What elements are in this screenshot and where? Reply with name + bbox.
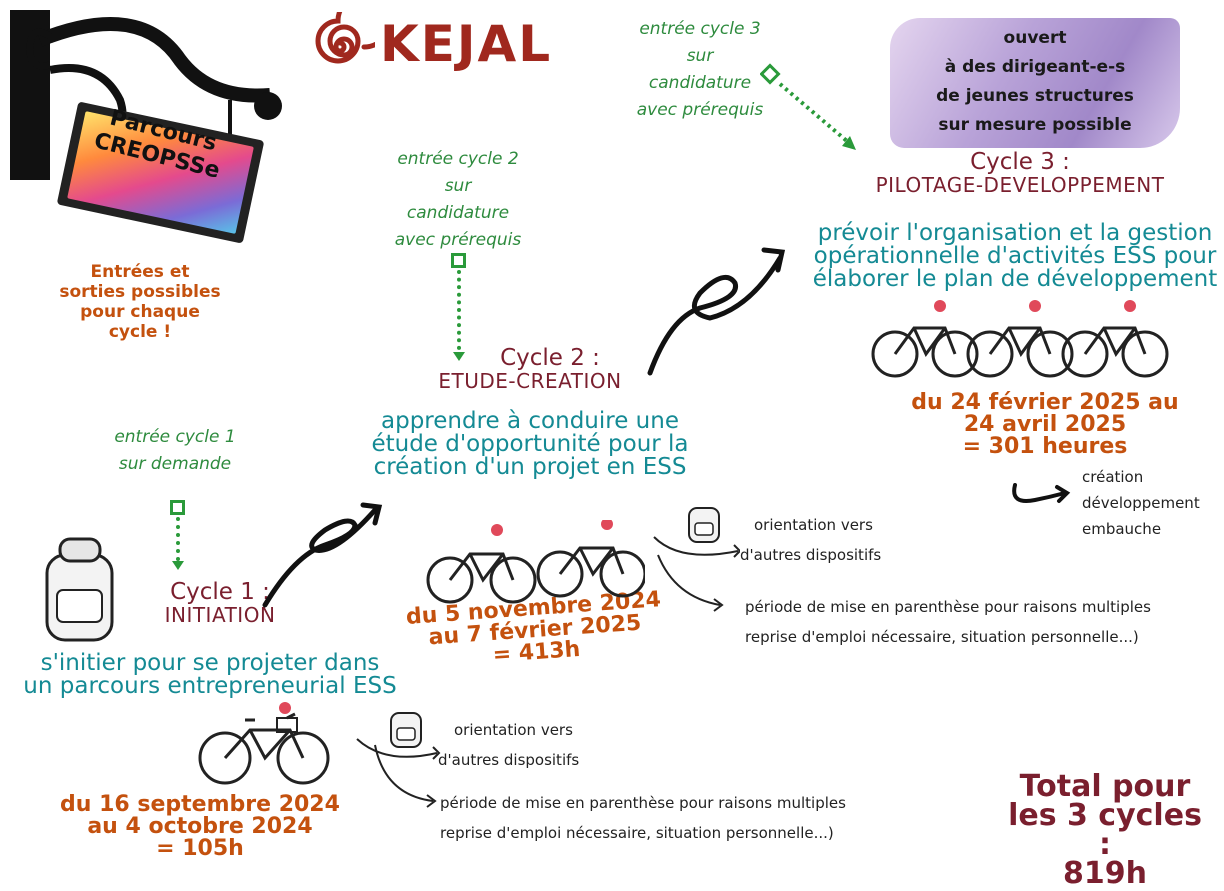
cycle1-dates-line-3: = 105h [156,836,244,861]
banner-line-1: ouvert [1003,28,1067,48]
cycle1-goal-line-1: s'initier pour se projeter dans [40,650,380,676]
cycle1-entry: entrée cycle 1 sur demande [75,424,275,478]
cycle1-exit2-line-2: reprise d'emploi nécessaire, situation p… [440,824,834,842]
bicycles-cycle3-icon [871,300,1169,378]
cycle3-outcomes: création développement embauche [1082,464,1200,542]
outcome-developpement: développement [1082,494,1200,512]
swirl-arrow-1 [262,502,383,608]
logo-text: KEJAL [380,15,553,73]
cycle1-arrowhead-icon [172,561,184,570]
cycle1-exit-pause: période de mise en parenthèse pour raiso… [440,788,846,848]
bicycle-icon [198,702,330,785]
cycle1-name: INITIATION [164,603,276,627]
cycle1-heading: Cycle 1 : INITIATION [150,580,290,626]
cycle2-exit2-line-1: période de mise en parenthèse pour raiso… [745,598,1151,616]
cycle3-entry-arrow [760,63,856,150]
cycle3-entry-line-1: entrée cycle 3 [639,19,761,39]
cycle3-heading: Cycle 3 : PILOTAGE-DEVELOPPEMENT [840,150,1200,196]
entrees-line-2: sorties possibles [59,282,221,302]
cycle2-title: Cycle 2 : [500,345,600,371]
cycle1-entry-line-2: sur demande [118,454,232,474]
entrees-note: Entrées et sorties possibles pour chaque… [30,262,250,342]
cycle1-entry-marker-icon [170,500,185,515]
banner-line-2: à des dirigeant-e-s [944,57,1126,77]
small-backpack-icon [390,712,422,748]
outcome-embauche: embauche [1082,520,1162,538]
cycle1-goal: s'initier pour se projeter dans un parco… [0,652,420,698]
cycle2-goal-line-1: apprendre à conduire une [381,408,679,434]
cycle2-goal-line-2: étude d'opportunité pour la [371,431,689,457]
cycle1-dates-line-1: du 16 septembre 2024 [60,792,340,817]
cycle2-entry: entrée cycle 2 sur candidature avec prér… [358,146,558,254]
cycle3-title: Cycle 3 : [970,149,1070,175]
cycle1-dates-line-2: au 4 octobre 2024 [87,814,313,839]
cycle3-dates-line-3: = 301 heures [962,434,1128,459]
exit-curves-cycle1 [356,738,441,808]
entrees-line-3: pour chaque [80,302,200,322]
cycle1-exit1-line-1: orientation vers [454,721,573,739]
backpack-icon [45,537,114,642]
cycle1-dates: du 16 septembre 2024 au 4 octobre 2024 =… [40,794,360,860]
total-line-3: 819h [1063,856,1147,891]
cycle2-exit1-line-2: d'autres dispositifs [740,546,882,564]
banner-text: ouvert à des dirigeant-e-s de jeunes str… [890,24,1180,140]
exit-curves-cycle2 [653,536,740,612]
spiral-logo-icon [315,12,375,64]
cycle1-exit-orientation: orientation vers d'autres dispositifs [438,715,579,775]
outcome-creation: création [1082,468,1144,486]
cycle1-entry-line-1: entrée cycle 1 [114,427,236,447]
cycle2-exit-orientation: orientation vers d'autres dispositifs [740,510,881,570]
cycle2-exit-pause: période de mise en parenthèse pour raiso… [745,592,1151,652]
cycle1-goal-line-2: un parcours entrepreneurial ESS [23,673,397,699]
cycle3-entry-line-2: sur [686,46,714,66]
cycle2-exit1-line-1: orientation vers [754,516,873,534]
cycle2-entry-marker-icon [451,253,466,268]
cycle3-dates-line-1: du 24 février 2025 au [911,390,1179,415]
cycle2-entry-line-1: entrée cycle 2 [397,149,519,169]
entrees-line-4: cycle ! [108,322,172,342]
cycle3-name: PILOTAGE-DEVELOPPEMENT [875,173,1165,197]
cycle3-entry: entrée cycle 3 sur candidature avec prér… [600,16,800,124]
cycle1-exit2-line-1: période de mise en parenthèse pour raiso… [440,794,846,812]
cycle2-entry-arrow [457,270,461,350]
cycle3-goal: prévoir l'organisation et la gestion opé… [810,222,1220,291]
total-line-2: les 3 cycles : [1008,798,1202,862]
small-backpack-icon-2 [688,507,720,543]
cycle2-heading: Cycle 2 : ETUDE-CREATION [415,346,645,392]
cycle3-dates-line-2: 24 avril 2025 [963,412,1127,437]
cycle3-goal-line-1: prévoir l'organisation et la gestion [817,220,1213,246]
cycle1-exit1-line-2: d'autres dispositifs [438,751,580,769]
sign-illustration [10,10,282,243]
cycle2-entry-line-3: candidature [406,203,510,223]
cycle2-entry-line-2: sur [444,176,472,196]
banner-background [890,18,1180,148]
outcome-arrow-icon [1012,483,1071,503]
cycle2-goal: apprendre à conduire une étude d'opportu… [345,410,715,479]
cycle1-title: Cycle 1 : [170,579,270,605]
banner-line-4: sur mesure possible [938,115,1132,135]
banner-line-3: de jeunes structures [936,86,1134,106]
cycle2-goal-line-3: création d'un projet en ESS [373,454,687,480]
cycle2-name: ETUDE-CREATION [438,369,622,393]
cycle3-goal-line-2: opérationnelle d'activités ESS pour [813,243,1217,269]
cycle1-entry-arrow [176,517,180,561]
bicycles-cycle2-icon [426,520,645,604]
swirl-arrow-2 [647,247,786,376]
cycle2-arrowhead-icon [453,352,465,361]
cycle3-entry-line-3: candidature [648,73,752,93]
entrees-line-1: Entrées et [90,262,190,282]
total-line-1: Total pour [1019,769,1191,804]
cycle3-dates: du 24 février 2025 au 24 avril 2025 = 30… [890,392,1200,458]
cycle2-entry-line-4: avec prérequis [394,230,522,250]
cycle2-exit2-line-2: reprise d'emploi nécessaire, situation p… [745,628,1139,646]
total-hours: Total pour les 3 cycles : 819h [1000,769,1210,891]
cycle3-goal-line-3: élaborer le plan de développement [812,266,1218,292]
cycle3-entry-line-4: avec prérequis [636,100,764,120]
